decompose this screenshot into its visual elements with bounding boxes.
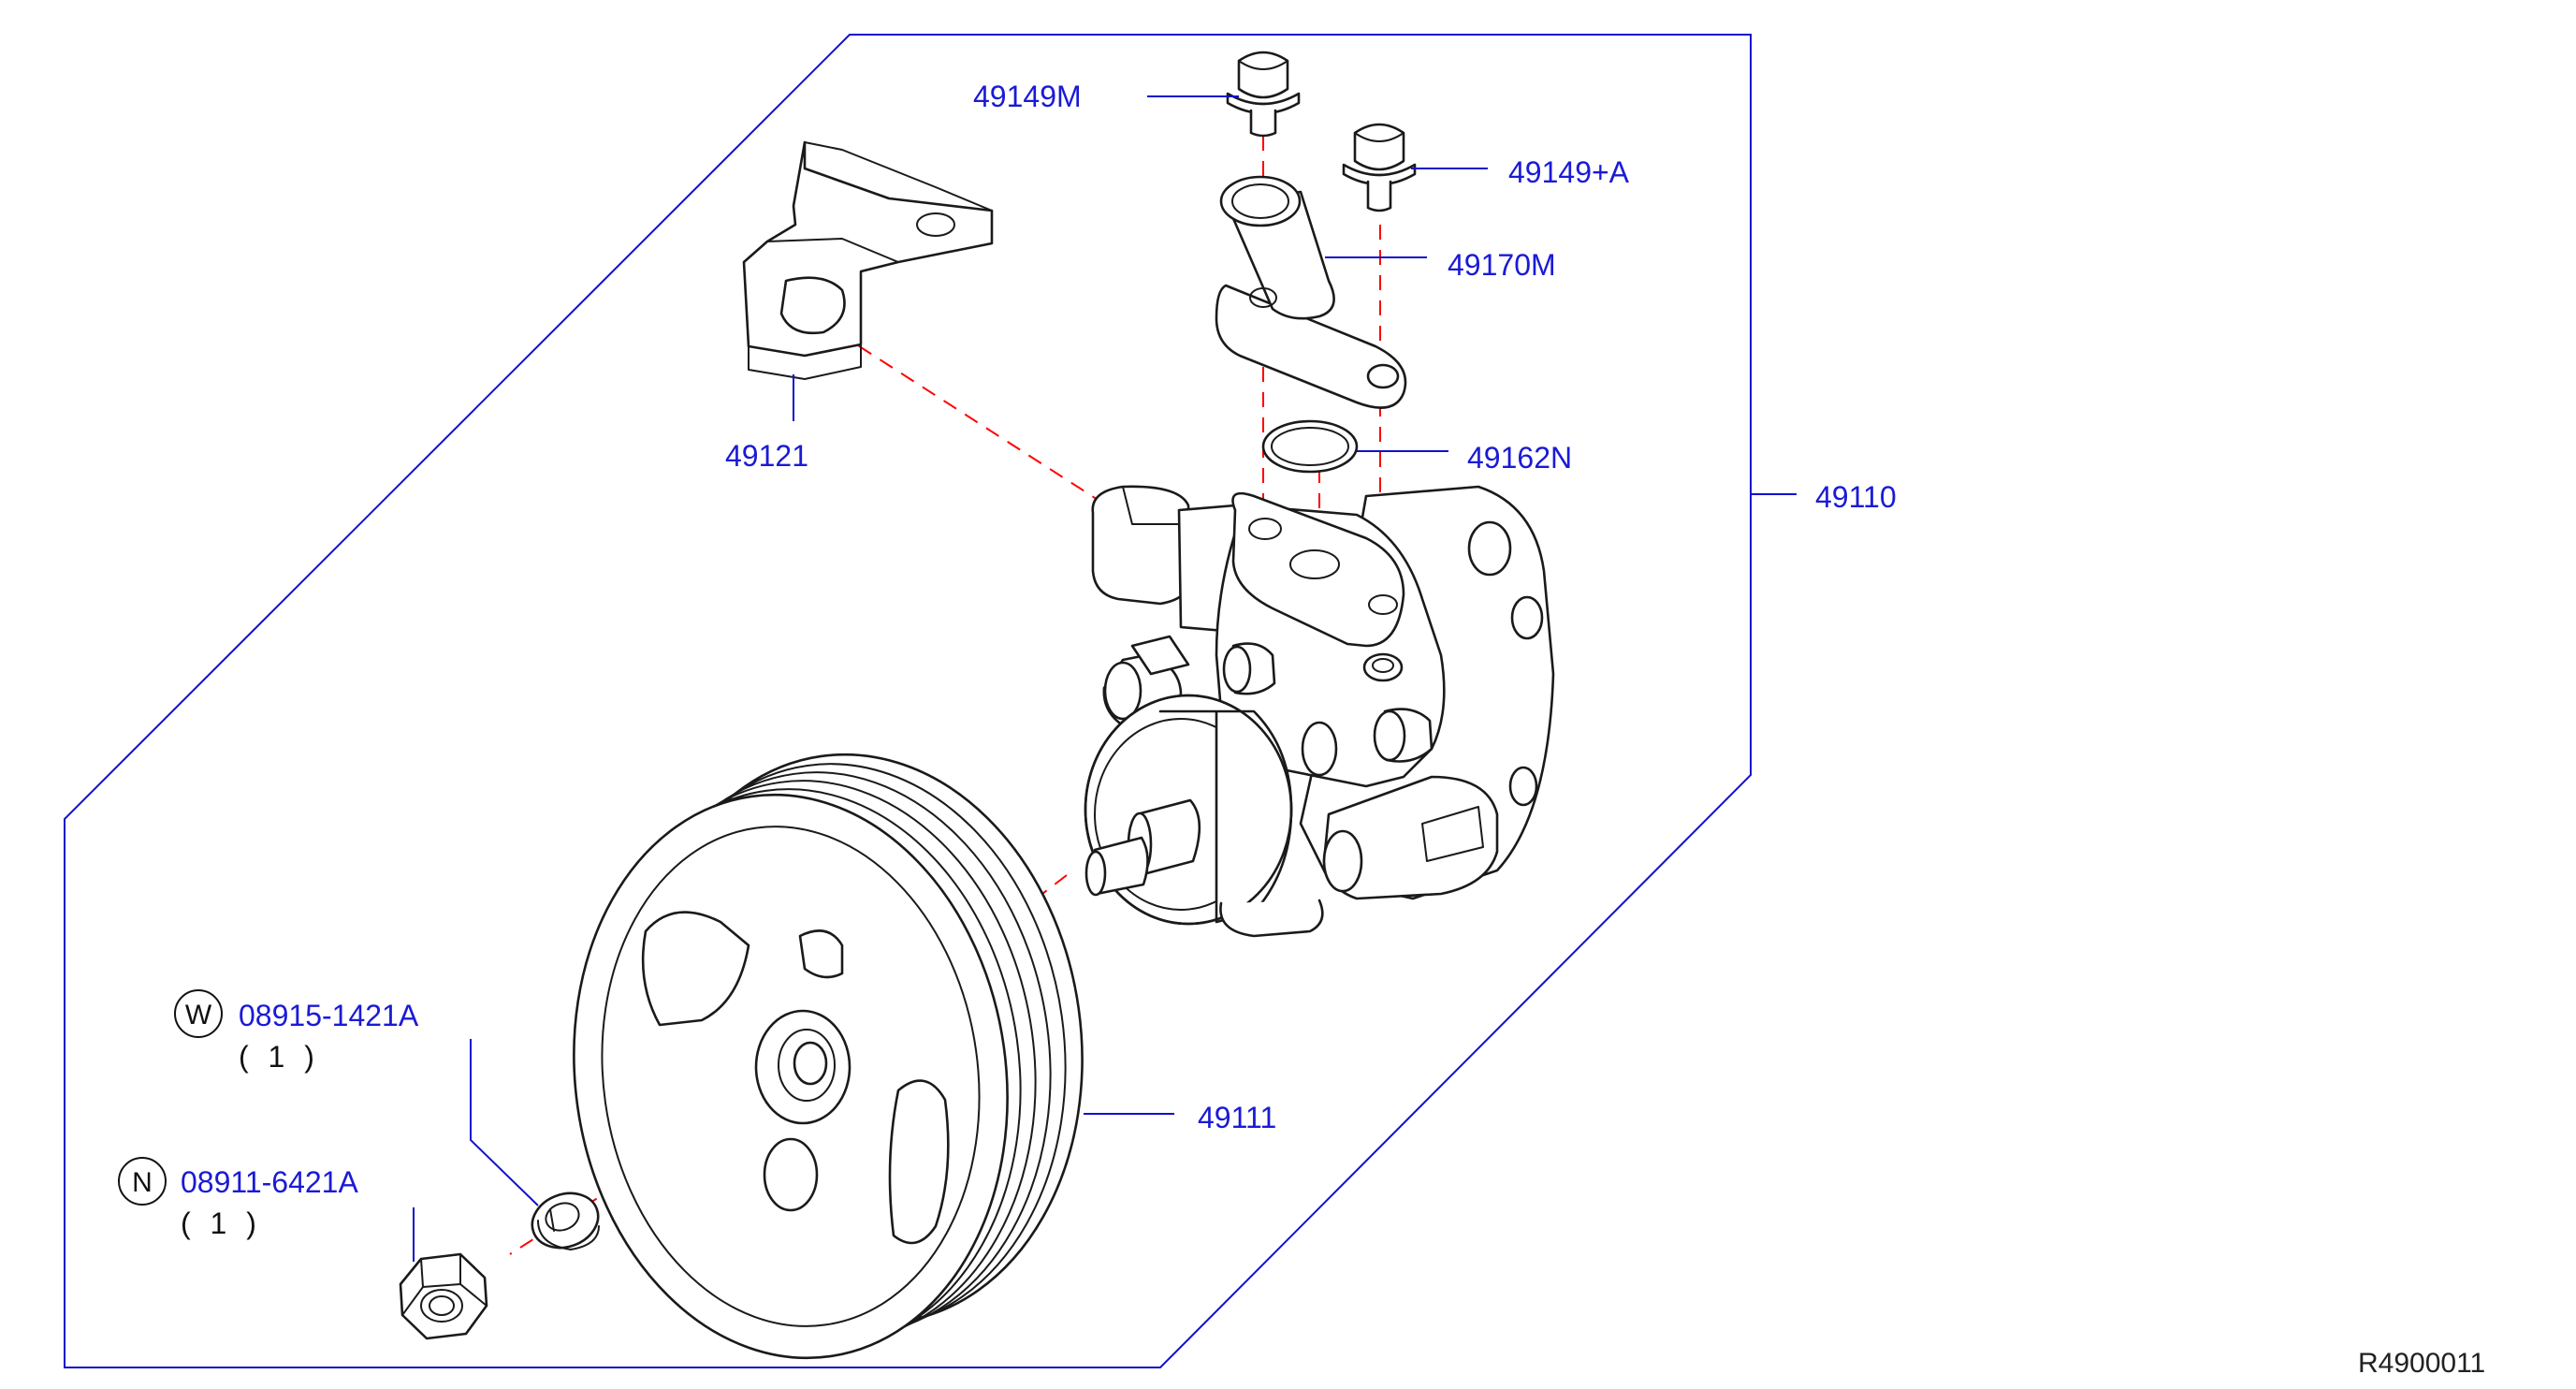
label-bolt-flange: 49149+A <box>1508 155 1630 189</box>
pump-icon <box>1084 485 1555 938</box>
bolt-flange-icon <box>1342 123 1417 212</box>
nut-symbol-circle <box>118 1157 167 1206</box>
nut-callout: N 08911-6421A ( 1 ) <box>118 1157 358 1240</box>
washer-quantity: ( 1 ) <box>239 1040 320 1074</box>
label-pump-assembly: 49110 <box>1815 480 1897 514</box>
bolt-top-icon <box>1226 51 1301 138</box>
washer-icon <box>531 1192 600 1250</box>
pulley-icon <box>573 753 1084 1360</box>
label-o-ring: 49162N <box>1467 441 1572 475</box>
label-pulley: 49111 <box>1198 1101 1276 1134</box>
callout-labels: 49149M 49149+A 49170M 49121 49162N 49110… <box>118 80 2485 1379</box>
label-pipe-connector: 49170M <box>1448 248 1556 282</box>
washer-symbol: W <box>185 1000 212 1031</box>
label-bolt-top: 49149M <box>973 80 1082 113</box>
o-ring-icon <box>1261 419 1359 474</box>
nut-icon <box>399 1252 488 1340</box>
label-bracket: 49121 <box>725 439 808 473</box>
bracket-icon <box>742 140 994 380</box>
label-nut: 08911-6421A <box>181 1165 358 1199</box>
pipe-connector-icon <box>1215 175 1407 409</box>
nut-symbol: N <box>132 1167 153 1198</box>
assembly-boundary <box>64 34 1752 1368</box>
nut-quantity: ( 1 ) <box>181 1206 262 1240</box>
reference-code: R4900011 <box>2358 1348 2485 1379</box>
label-washer: 08915-1421A <box>239 999 419 1032</box>
leader-lines <box>413 95 1797 1262</box>
washer-symbol-circle <box>174 989 223 1038</box>
washer-callout: W 08915-1421A ( 1 ) <box>174 989 419 1074</box>
